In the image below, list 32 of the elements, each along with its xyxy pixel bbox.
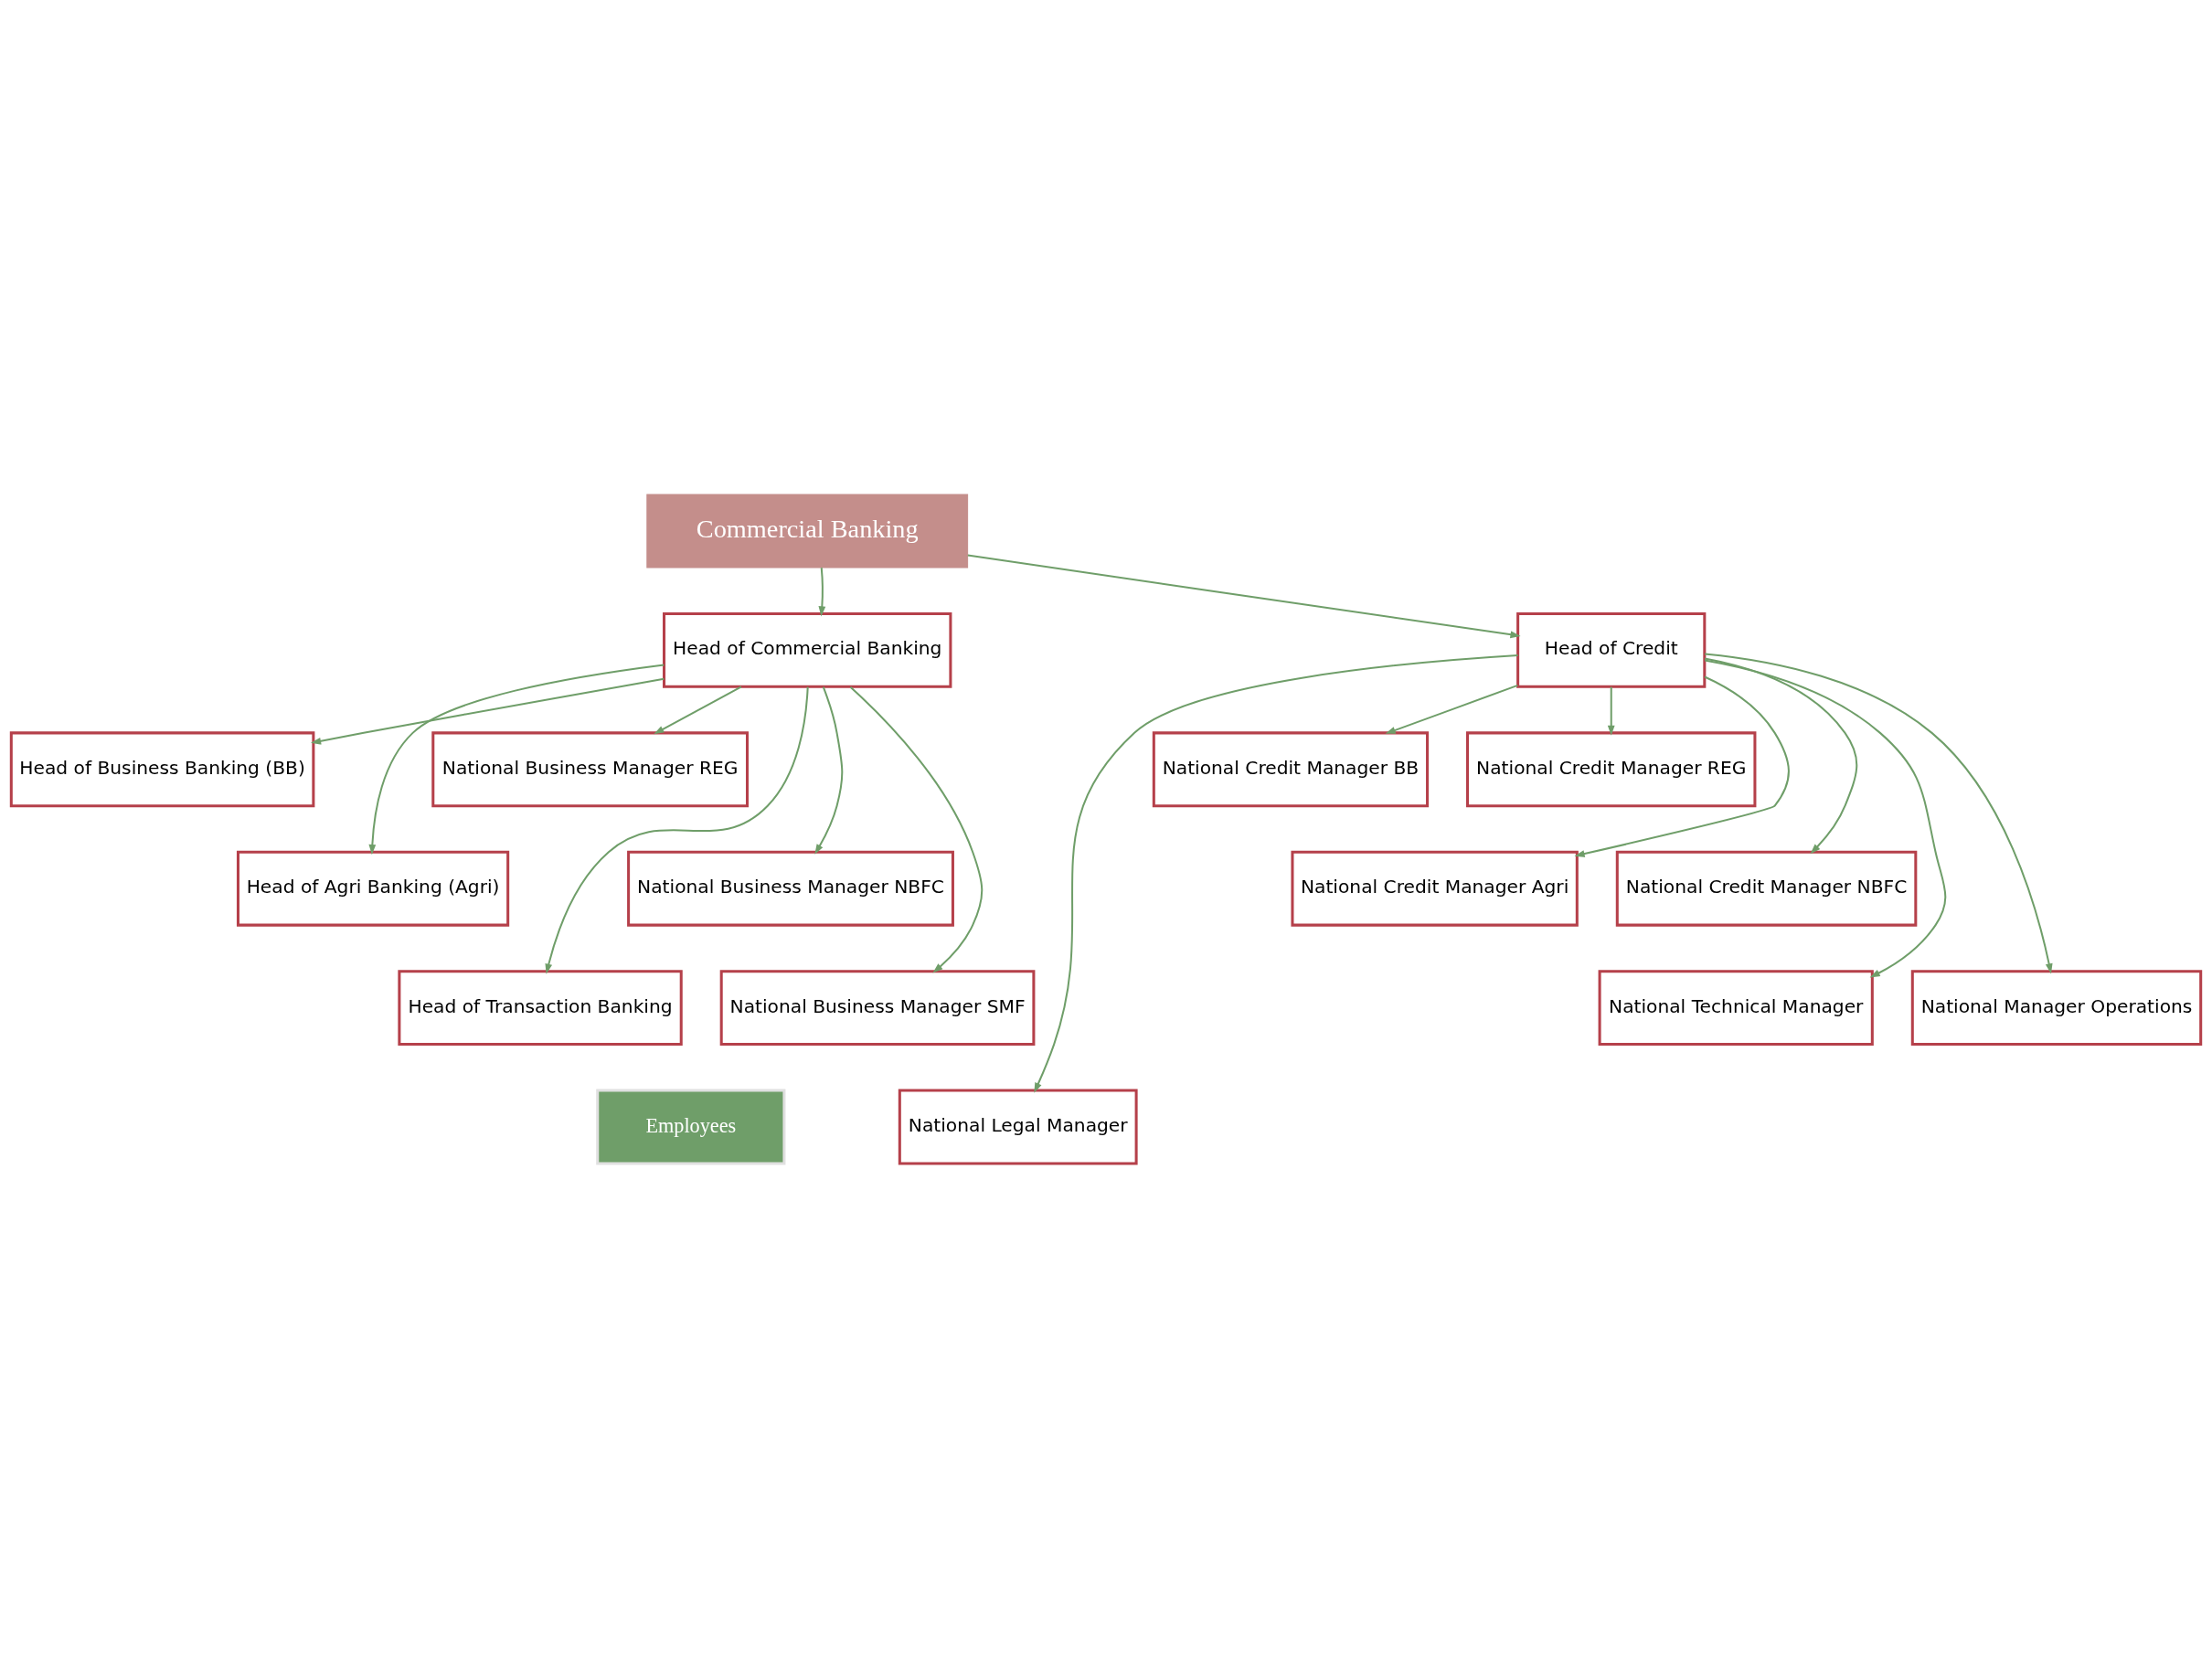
node-box: National Credit Manager Agri: [1291, 850, 1579, 927]
arrow: [1385, 684, 1518, 734]
node-box: National Business Manager SMF: [719, 970, 1036, 1047]
arrow: [814, 686, 844, 855]
node-box: National Manager Operations: [1910, 970, 2203, 1047]
node-box: Commercial Banking: [646, 494, 969, 569]
node-box: Employees: [596, 1089, 786, 1165]
node-box: Head of Credit: [1516, 611, 1707, 688]
node-box: National Credit Manager BB: [1152, 731, 1430, 808]
arrow: [849, 686, 984, 973]
arrow: [1034, 654, 1518, 1093]
arrow: [967, 554, 1521, 639]
arrow: [1705, 653, 2053, 974]
arrow: [1704, 659, 1947, 978]
arrow: [1574, 675, 1790, 857]
arrow: [818, 568, 826, 617]
node-box: Head of Agri Banking (Agri): [236, 850, 510, 927]
node-box: Head of Business Banking (BB): [9, 731, 315, 808]
arrow: [1704, 657, 1858, 855]
node-box: National Credit Manager REG: [1466, 731, 1757, 808]
arrow: [368, 664, 665, 856]
arrow: [311, 677, 665, 745]
arrow: [545, 686, 809, 974]
node-box: Head of Transaction Banking: [398, 970, 683, 1047]
node-box: National Legal Manager: [898, 1089, 1138, 1165]
node-box: Head of Commercial Banking: [663, 611, 952, 688]
arrow: [654, 686, 742, 735]
node-box: National Business Manager REG: [431, 731, 750, 808]
node-box: National Business Manager NBFC: [627, 850, 954, 927]
node-box: National Technical Manager: [1598, 970, 1874, 1047]
arrow: [1607, 686, 1615, 736]
node-box: National Credit Manager NBFC: [1615, 850, 1918, 927]
